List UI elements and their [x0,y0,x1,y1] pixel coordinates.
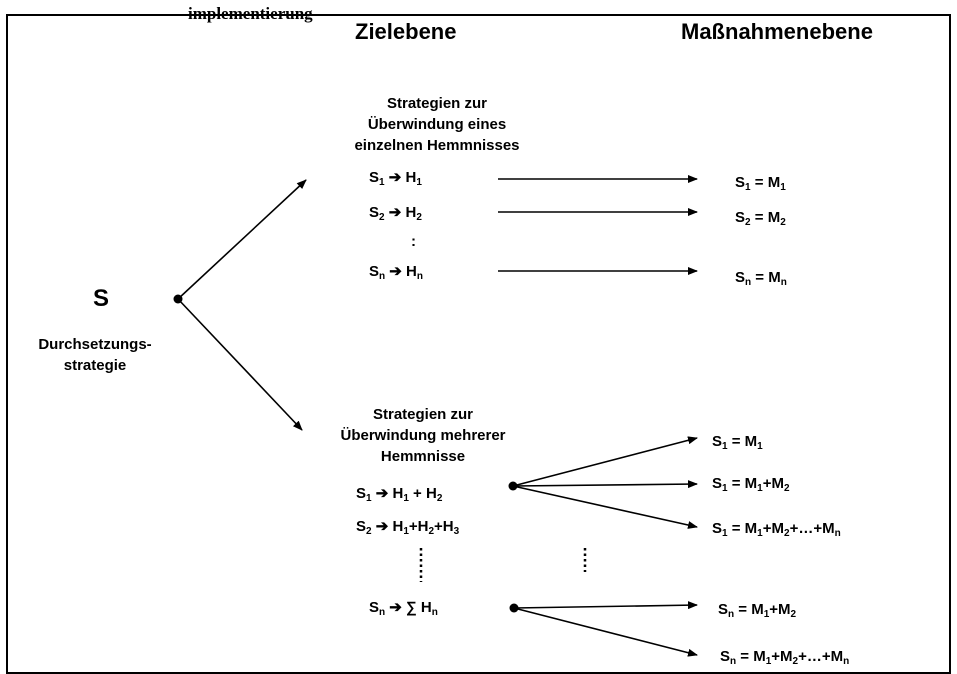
header-massnahmenebene: Maßnahmenebene [681,19,873,44]
group2-title-line2: Überwindung mehrerer [340,427,506,444]
g2-right-row-1: S1 = M1 [712,433,763,452]
g1-left-row-n: Sn ➔ Hn [369,263,423,282]
g2-fan1-arrow-b [512,480,698,489]
g2-left-row-2: S2 ➔ H1+H2+H3 [356,518,460,537]
g2-right-row-5: Sn = M1+M2+…+Mn [720,648,850,667]
g1-right-row-1: S1 = M1 [735,174,786,193]
g1-left-row-2: S2 ➔ H2 [369,204,422,223]
g2-fan2-arrow-b [513,607,698,657]
group2-title-line1: Strategien zur [372,406,474,423]
cut-off-caption: implementierung [188,4,313,23]
g2-right-row-2: S1 = M1+M2 [712,475,790,494]
root-symbol: S [93,285,110,312]
g2-right-row-4: Sn = M1+M2 [718,601,797,620]
header-zielebene: Zielebene [355,19,457,44]
g1-left-row-1: S1 ➔ H1 [369,169,422,188]
g1-right-row-2: S2 = M2 [735,209,786,228]
g2-left-row-1: S1 ➔ H1 + H2 [356,485,443,504]
g2-right-row-3: S1 = M1+M2+…+Mn [712,520,841,539]
root-to-group2-arrow [177,298,303,431]
g2-left-row-n: Sn ➔ ∑ Hn [369,599,438,618]
root-label-line2: strategie [63,357,127,374]
g2-fan1-arrow-a [512,436,698,487]
group1-title-line2: Überwindung eines [367,116,507,133]
g2-fan2-arrow-a [513,601,698,610]
g1-ellipsis: : [411,233,416,250]
root-label: Durchsetzungs- strategie [20,334,170,376]
group1-title: Strategien zur Überwindung eines einzeln… [312,93,562,156]
group2-title-line3: Hemmnisse [380,448,466,465]
root-to-group1-arrow [177,179,307,300]
g1-right-row-n: Sn = Mn [735,269,787,288]
group2-title: Strategien zur Überwindung mehrerer Hemm… [300,404,546,467]
group1-title-line3: einzelnen Hemmnisses [354,137,520,154]
root-label-line1: Durchsetzungs- [38,336,152,353]
group1-title-line1: Strategien zur [386,95,488,112]
g2-fan1-arrow-c [512,485,698,529]
